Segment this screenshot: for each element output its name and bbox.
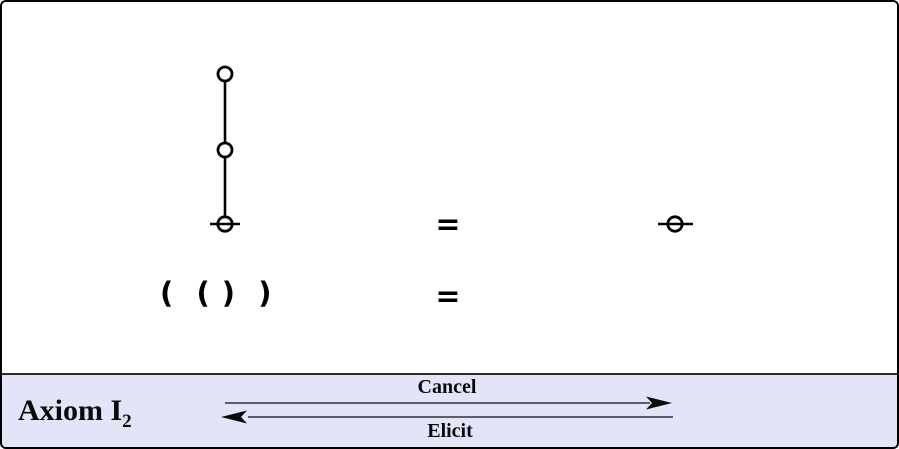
cancel-elicit-arrows-canvas <box>221 396 673 424</box>
single-node-with-ground-bar-icon <box>658 215 693 233</box>
equals-sign-row1: = <box>435 207 461 243</box>
axiom-title-subscript: 2 <box>122 411 132 432</box>
equals-sign-row2: = <box>435 279 461 315</box>
paren-expression: ( ( ) ) <box>160 276 273 310</box>
cancel-right-arrow-icon <box>225 396 672 410</box>
diagram-area: = ( ( ) ) = <box>2 2 897 373</box>
elicit-left-arrow-icon <box>221 410 673 424</box>
axiom-title-text: Axiom I <box>18 394 123 427</box>
diagram-canvas <box>210 65 693 233</box>
tree-node-top-icon <box>216 65 234 83</box>
chain-of-three-nodes-with-ground-bar-icon <box>210 65 240 233</box>
tree-node-middle-icon <box>216 141 234 159</box>
axiom-bar: Axiom I2 Cancel Elicit <box>2 373 897 447</box>
elicit-arrow-label: Elicit <box>427 420 473 442</box>
cancel-arrow-label: Cancel <box>417 376 477 398</box>
rewrite-arrows: Cancel Elicit <box>2 375 897 447</box>
axiom-title: Axiom I2 <box>18 394 132 431</box>
